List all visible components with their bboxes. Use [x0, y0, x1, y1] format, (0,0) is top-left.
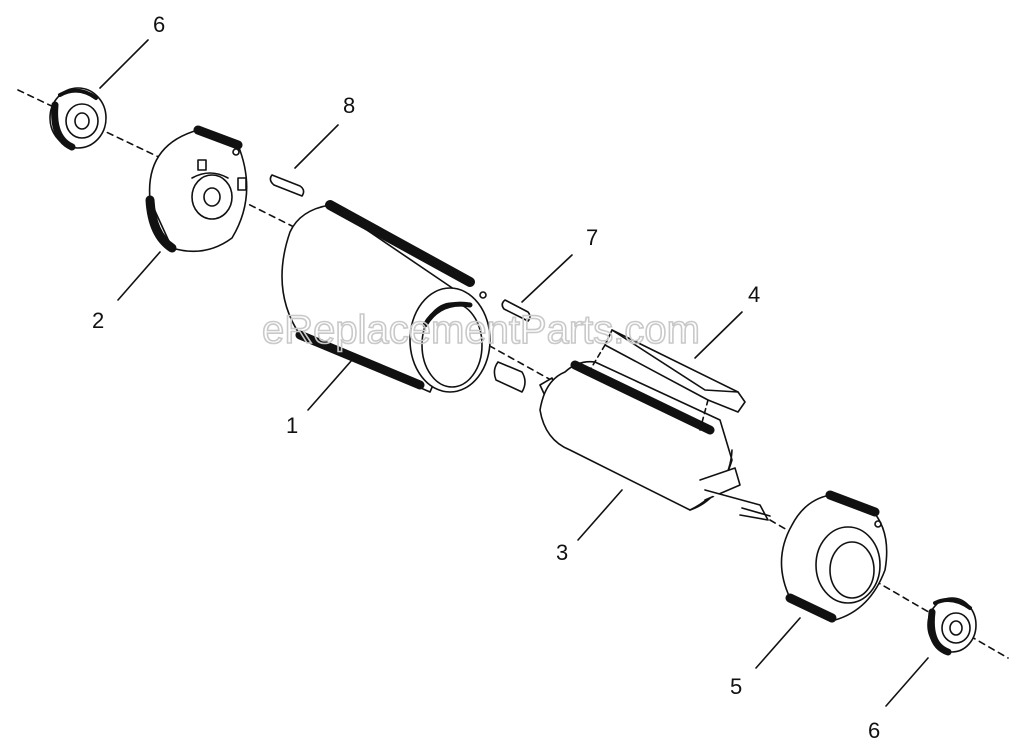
callout-3: 3 [556, 540, 568, 565]
part-5-end-ring [780, 490, 888, 623]
callout-4: 4 [748, 282, 760, 307]
part-8-pin [269, 174, 305, 197]
callout-2: 2 [92, 308, 104, 333]
part-3-rotor [539, 360, 771, 521]
part-6-bearing-right [927, 597, 977, 656]
callout-leaders [99, 39, 929, 707]
part-7-pin [501, 299, 531, 322]
part-2-end-cap [145, 125, 248, 253]
callout-7: 7 [586, 225, 598, 250]
watermark-text: eReplacementParts.com [262, 308, 700, 352]
callout-6-bottom: 6 [868, 718, 880, 743]
part-6-bearing-left [49, 87, 107, 151]
callout-1: 1 [286, 413, 298, 438]
part-4-key [589, 329, 746, 431]
callout-8: 8 [343, 93, 355, 118]
callout-5: 5 [730, 674, 742, 699]
callout-6-top: 6 [153, 12, 165, 37]
part-1-housing [281, 200, 491, 393]
